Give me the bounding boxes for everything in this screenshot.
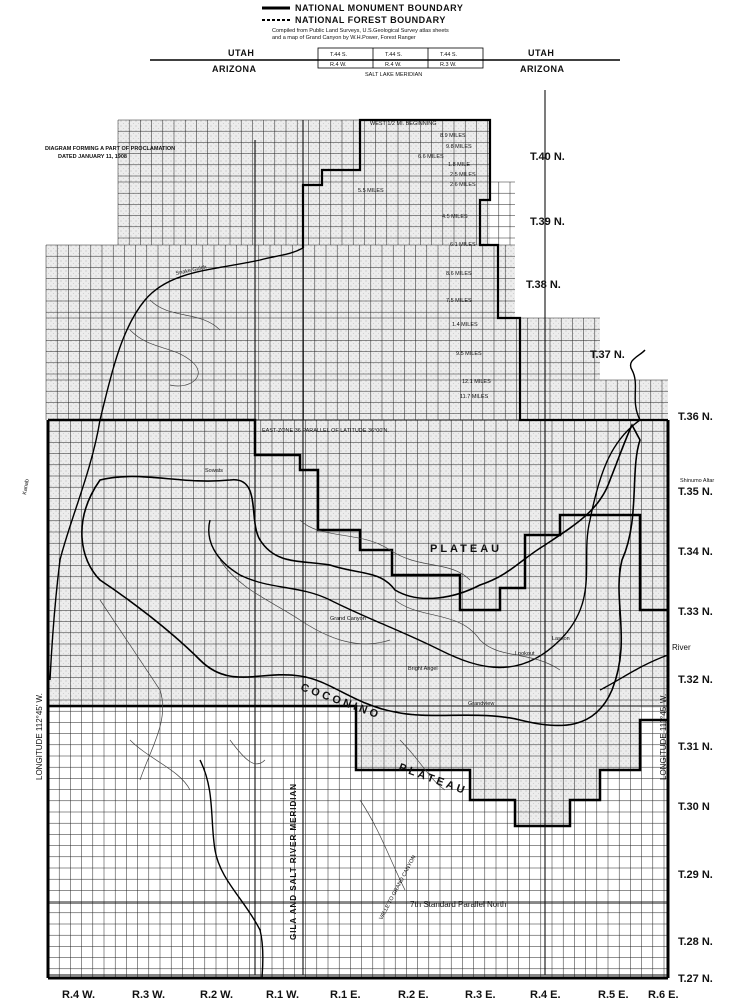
place-label: Lasson	[552, 636, 570, 642]
range-label: R.5 E.	[598, 989, 629, 1001]
longitude-left-label: LONGITUDE 112°45' W.	[35, 693, 44, 780]
township-label: T.27 N.	[678, 973, 713, 985]
state-line: UTAH ARIZONA UTAH ARIZONA T.44 S. T.44 S…	[150, 47, 620, 78]
place-label: Grand Canyon	[330, 616, 366, 622]
forest-boundary-upper	[301, 118, 668, 422]
forest-area-shade	[46, 120, 668, 420]
forest-boundary-line	[48, 418, 668, 612]
mile-marker: 11.7 MILES	[460, 394, 489, 400]
mile-marker: 2.6 MILES	[450, 182, 476, 188]
place-label: Lookout	[515, 651, 535, 657]
state-arizona-left: ARIZONA	[212, 64, 257, 74]
standard-parallel-label: 7th Standard Parallel North	[410, 900, 507, 909]
mile-marker: 1.4 MILES	[452, 322, 478, 328]
utah-township-1: T.44 S.	[330, 52, 348, 58]
range-label: R.4 W.	[62, 989, 95, 1001]
state-arizona-right: ARIZONA	[520, 64, 565, 74]
monument-area-shade	[48, 420, 668, 708]
diagram-note-line1: DIAGRAM FORMING A PART OF PROCLAMATION	[45, 146, 175, 152]
place-label: Grandview	[468, 701, 494, 707]
state-utah-left: UTAH	[228, 48, 254, 58]
place-label: Sowats	[205, 468, 223, 474]
township-label: T.31 N.	[678, 741, 713, 753]
township-label: T.37 N.	[590, 349, 625, 361]
township-labels: T.40 N. T.39 N. T.38 N. T.37 N. T.36 N. …	[526, 151, 713, 985]
meridian-label: GILA AND SALT RIVER MERIDIAN	[289, 783, 298, 940]
utah-range-1: R.4 W.	[330, 62, 347, 68]
township-label: T.28 N.	[678, 936, 713, 948]
outer-boundary	[46, 420, 670, 980]
mile-marker: 8.6 MILES	[446, 271, 472, 277]
township-label: T.39 N.	[530, 216, 565, 228]
township-grid	[45, 119, 668, 978]
monument-boundary-line	[81, 423, 641, 727]
mile-marker: 1.8 MILE	[448, 162, 470, 168]
mile-marker: 7.5 MILES	[446, 298, 472, 304]
range-label: R.1 E.	[330, 989, 361, 1001]
legend: NATIONAL MONUMENT BOUNDARY NATIONAL FORE…	[262, 3, 463, 41]
mile-marker: 6.1 MILES	[450, 242, 476, 248]
legend-monument-boundary: NATIONAL MONUMENT BOUNDARY	[295, 3, 463, 13]
legend-forest-boundary: NATIONAL FOREST BOUNDARY	[295, 15, 446, 25]
shinumo-altar-label: Shinumo Altar	[680, 478, 714, 484]
township-label: T.36 N.	[678, 411, 713, 423]
township-label: T.29 N.	[678, 869, 713, 881]
river-label: River	[672, 643, 691, 652]
longitude-right-label: LONGITUDE 111°45' W.	[659, 694, 668, 780]
range-label: R.3 E.	[465, 989, 496, 1001]
mile-marker: 6.6 MILES	[418, 154, 444, 160]
mile-marker: 4.5 MILES	[442, 214, 468, 220]
township-label: T.30 N	[678, 801, 710, 813]
river-network	[49, 247, 669, 979]
township-label: T.33 N.	[678, 606, 713, 618]
parallel-label: EAST-ZONE 36 PARALLEL OF LATITUDE 36°00'…	[262, 428, 389, 434]
salt-lake-meridian: SALT LAKE MERIDIAN	[365, 72, 422, 78]
state-utah-right: UTAH	[528, 48, 554, 58]
utah-range-2: R.4 W.	[385, 62, 402, 68]
township-label: T.38 N.	[526, 279, 561, 291]
legend-compiled-line1: Compiled from Public Land Surveys, U.S.G…	[272, 28, 449, 34]
mile-marker: 12.1 MILES	[462, 379, 491, 385]
place-label: Kanab	[22, 479, 31, 496]
range-label: R.2 W.	[200, 989, 233, 1001]
range-label: R.3 W.	[132, 989, 165, 1001]
legend-compiled-line2: and a map of Grand Canyon by W.H.Power, …	[272, 35, 416, 41]
utah-township-3: T.44 S.	[440, 52, 458, 58]
mile-marker: 5.5 MILES	[358, 188, 384, 194]
township-label: T.35 N.	[678, 486, 713, 498]
forest-boundary-lower	[48, 704, 668, 828]
contour-lines	[99, 299, 561, 891]
mile-marker: 2.5 MILES	[450, 172, 476, 178]
mile-marker: 8.9 MILES	[440, 133, 466, 139]
utah-range-3: R.3 W.	[440, 62, 457, 68]
range-labels: R.4 W. R.3 W. R.2 W. R.1 W. R.1 E. R.2 E…	[62, 989, 679, 1001]
place-label: Bright Angel	[408, 666, 438, 672]
township-label: T.40 N.	[530, 151, 565, 163]
diagram-note-line2: DATED JANUARY 11, 1908	[58, 154, 127, 160]
utah-township-2: T.44 S.	[385, 52, 403, 58]
plateau-label: PLATEAU	[430, 543, 502, 555]
valley-road-label: VALLE TO GRAND CANYON	[378, 854, 417, 921]
township-label: T.32 N.	[678, 674, 713, 686]
west-coordinate-label: WEST 1/2 MI. BEGINNING	[370, 121, 437, 127]
mile-marker: 9.5 MILES	[456, 351, 482, 357]
range-label: R.1 W.	[266, 989, 299, 1001]
mile-marker: 9.8 MILES	[446, 144, 472, 150]
range-label: R.6 E.	[648, 989, 679, 1001]
range-label: R.4 E.	[530, 989, 561, 1001]
township-label: T.34 N.	[678, 546, 713, 558]
range-label: R.2 E.	[398, 989, 429, 1001]
